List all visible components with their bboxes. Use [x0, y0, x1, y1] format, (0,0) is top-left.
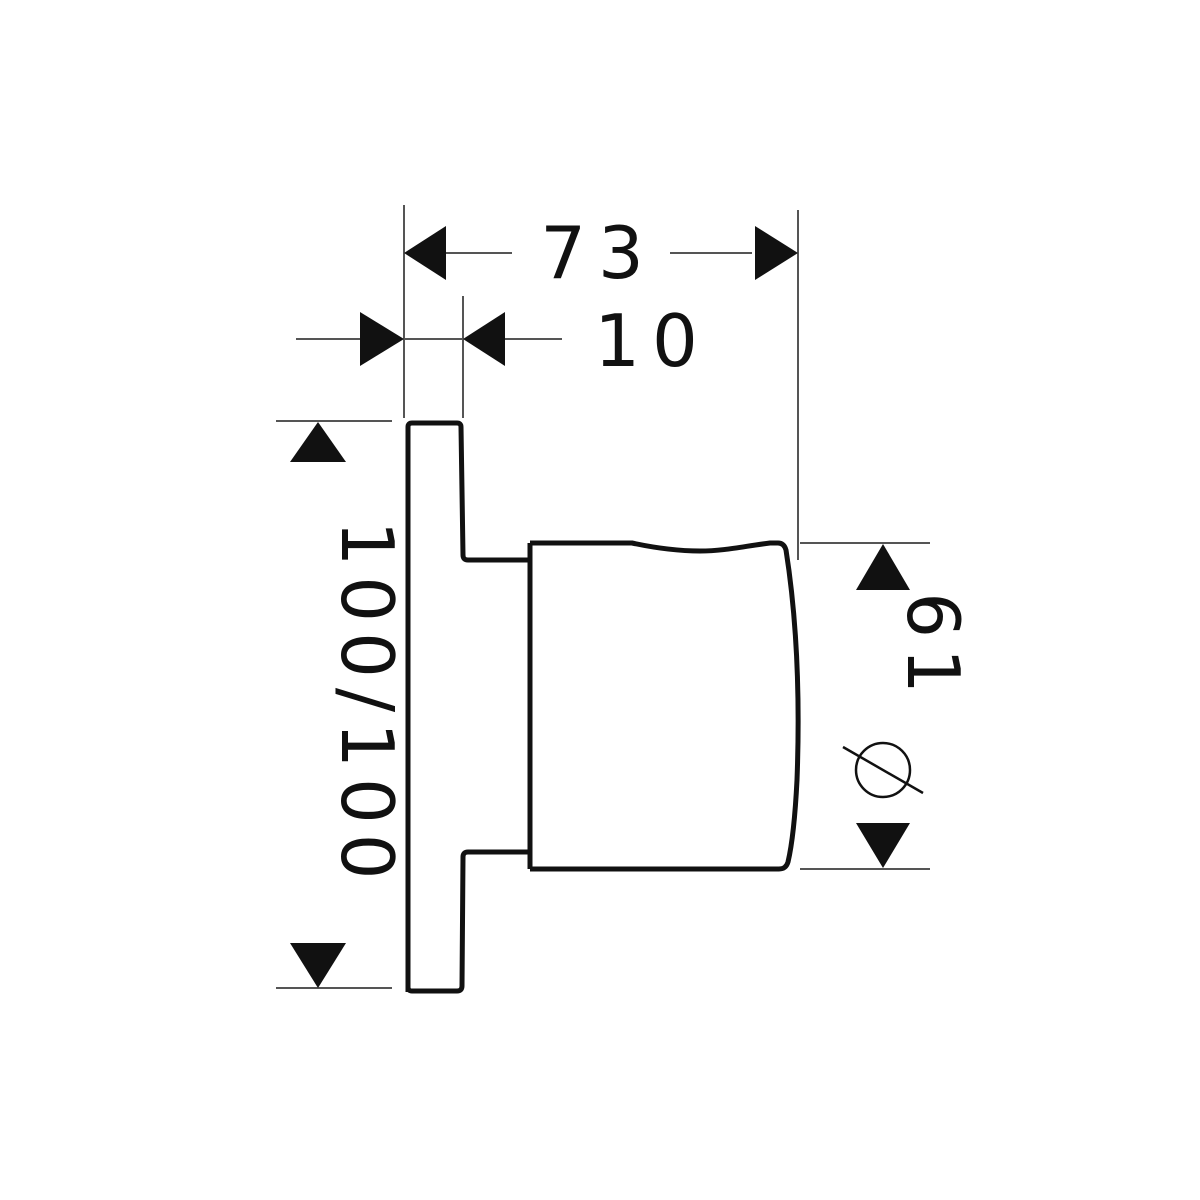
arrow-down-icon	[856, 823, 910, 868]
diameter-symbol-icon	[842, 741, 924, 799]
dim-label-61: 61	[891, 592, 975, 704]
dimension-plate-thickness: 10	[296, 299, 710, 383]
handle-knob	[530, 540, 801, 872]
dimension-handle-diameter: 61	[842, 544, 975, 868]
arrow-right-icon	[360, 312, 404, 366]
extension-lines	[276, 205, 930, 989]
escutcheon-plate	[405, 420, 530, 994]
part-outline	[405, 420, 801, 994]
arrow-right-icon	[755, 226, 798, 280]
dimension-plate-size: 100/100	[290, 422, 409, 988]
dim-label-100-100: 100/100	[325, 520, 409, 889]
arrow-up-icon	[856, 544, 910, 590]
dim-label-10: 10	[594, 299, 710, 383]
arrow-down-icon	[290, 943, 346, 988]
arrow-left-icon	[463, 312, 505, 366]
dim-label-73: 73	[540, 211, 656, 295]
dimension-overall-depth: 73	[404, 211, 798, 295]
arrow-left-icon	[404, 226, 446, 280]
arrow-up-icon	[290, 422, 346, 462]
